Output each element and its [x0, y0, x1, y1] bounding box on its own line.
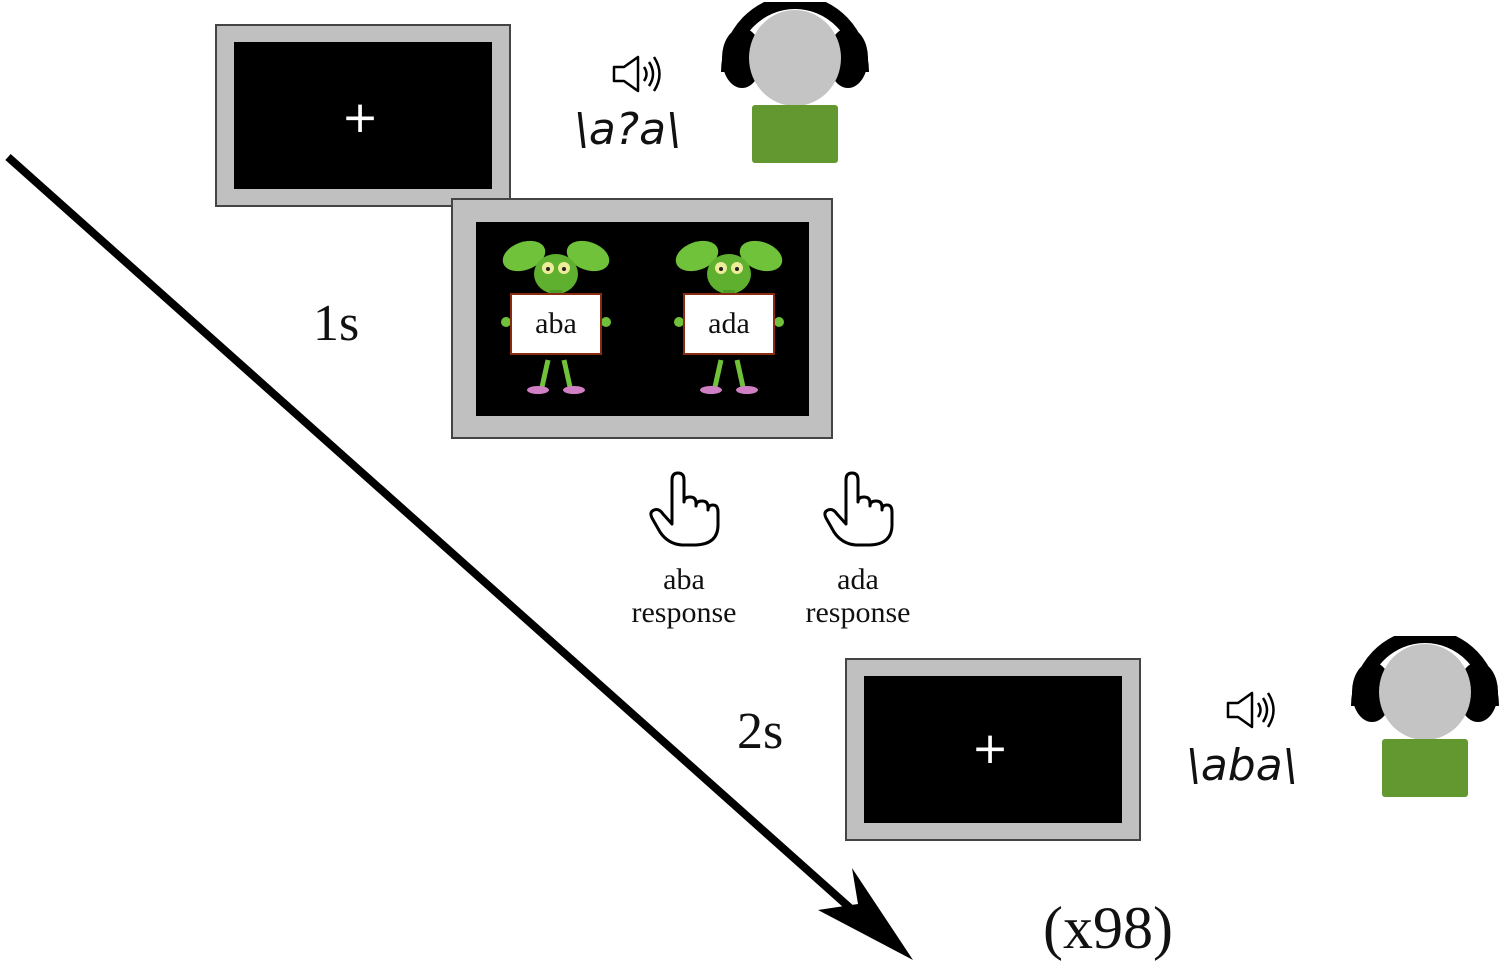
hand-pointer-icon	[649, 471, 720, 547]
fixation-monitor-2: +	[845, 658, 1141, 841]
response-left-line1: aba	[663, 563, 705, 596]
alien-character	[501, 240, 611, 394]
auditory-stimulus-trial1: \a?a\	[574, 104, 681, 155]
duration-stimulus: 1s	[313, 295, 360, 352]
monitor-screen: +	[234, 42, 492, 189]
listener-figure	[721, 2, 869, 163]
response-label-right: ada response	[768, 563, 948, 629]
response-right-line2: response	[805, 596, 911, 629]
alien-character	[674, 240, 784, 394]
response-label-left: aba response	[594, 563, 774, 629]
card-right: ada	[683, 293, 775, 355]
speaker-icon	[612, 55, 661, 93]
response-right-line1: ada	[837, 563, 879, 596]
monitor-screen: aba ada	[476, 222, 809, 416]
repeat-count: (x98)	[1043, 895, 1173, 961]
listener-figure	[1351, 636, 1499, 797]
duration-iti: 2s	[737, 703, 784, 760]
response-left-line2: response	[631, 596, 737, 629]
hand-pointer-icon	[823, 471, 894, 547]
auditory-stimulus-trial2: \aba\	[1186, 740, 1298, 791]
speaker-icon	[1226, 691, 1275, 729]
stimulus-monitor: aba ada	[451, 198, 833, 439]
fixation-cross: +	[341, 92, 379, 143]
card-left: aba	[510, 293, 602, 355]
fixation-cross: +	[971, 723, 1009, 774]
fixation-monitor-1: +	[215, 24, 511, 207]
monitor-screen: +	[864, 676, 1122, 823]
